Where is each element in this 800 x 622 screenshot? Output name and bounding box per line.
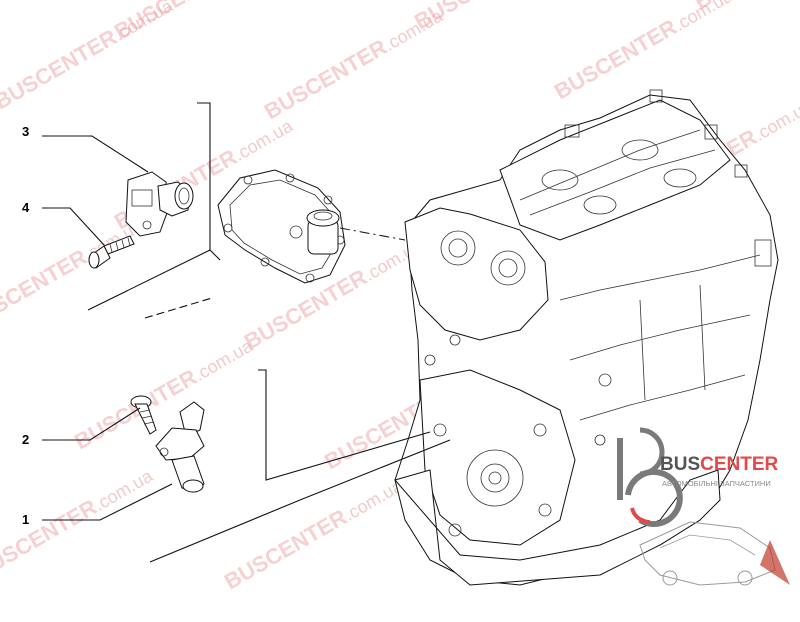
watermark-text: BUSCENTER.com.ua (220, 472, 407, 595)
watermark-text: BUSCENTER.com.ua (0, 0, 177, 114)
logo-ring (625, 468, 683, 527)
buscenter-logo: BUSCENTER АВТОМОБІЛЬНІ ЗАПЧАСТИНИ (617, 427, 790, 586)
callout-3: 3 (22, 124, 29, 139)
engine-block-illustration (394, 89, 779, 586)
part-1-sensor (155, 401, 205, 493)
logo-arc-red (630, 507, 651, 525)
callout-4: 4 (22, 200, 30, 215)
leader-lines (42, 102, 451, 563)
part-2-bolt (130, 395, 157, 435)
logo-title: BUSCENTER (660, 454, 779, 475)
watermark-text: BUSCENTER.com.ua (0, 212, 147, 335)
watermark-text: BUSCENTER.com.ua (70, 332, 257, 455)
bus-sketch (639, 521, 776, 586)
part-4-bolt (88, 235, 135, 269)
callout-2: 2 (22, 432, 29, 447)
watermark-text: BUSCENTER.com.ua (550, 0, 737, 104)
part-3-sensor (125, 171, 194, 237)
callout-labels: 3 4 2 1 (22, 124, 30, 527)
cover-plate-part (217, 169, 406, 284)
watermark-text: BUSCENTER.com.ua (260, 2, 447, 125)
callout-1: 1 (22, 512, 29, 527)
logo-tagline: АВТОМОБІЛЬНІ ЗАПЧАСТИНИ (662, 479, 771, 488)
